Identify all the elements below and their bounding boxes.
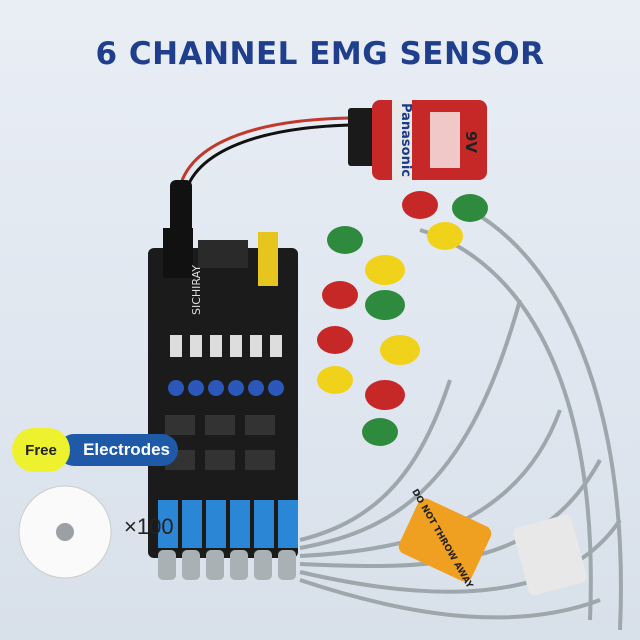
free-electrodes-badge: Free Electrodes — [12, 428, 178, 472]
warning-tag: DO NOT THROW AWAY — [398, 488, 587, 596]
board-brand: SICHIRAY — [190, 265, 203, 315]
badge-free-label: Free — [12, 428, 70, 472]
electrode-pad — [18, 485, 112, 579]
quantity-label: ×100 — [124, 514, 174, 539]
emg-board: SICHIRAY — [148, 228, 298, 580]
dc-jack — [170, 180, 192, 235]
badge-electrodes-label: Electrodes — [58, 434, 178, 466]
battery-brand: Panasonic — [398, 103, 413, 177]
electrode-snaps — [317, 191, 488, 446]
battery: Panasonic 9V — [348, 100, 487, 180]
page-title: 6 CHANNEL EMG SENSOR — [95, 36, 545, 72]
battery-voltage: 9V — [462, 131, 480, 153]
